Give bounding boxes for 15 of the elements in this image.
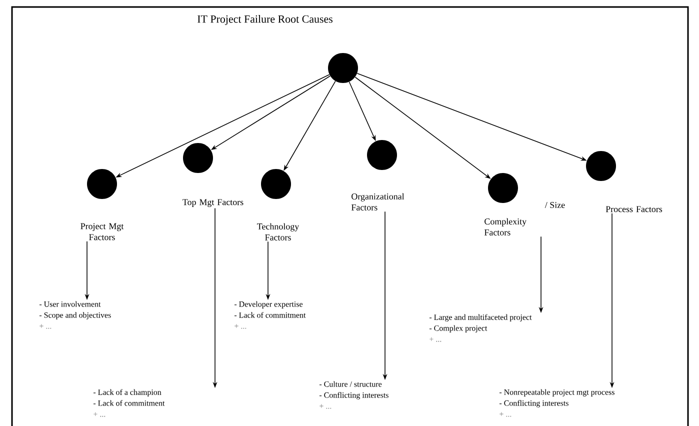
dot: [586, 151, 616, 181]
factor-label: Technology Factors: [257, 223, 300, 240]
factor-label: Process Factors: [606, 206, 662, 212]
dot: [328, 53, 358, 83]
label: / Size: [544, 202, 565, 208]
dot: [183, 143, 213, 173]
factor-label: Organizational Factors: [351, 193, 404, 210]
factor-label: Project Mgt Factors: [80, 223, 124, 240]
dot: [367, 140, 397, 170]
dot: [488, 173, 518, 203]
title: IT Project Failure Root Causes: [198, 15, 332, 25]
dot: [87, 169, 117, 199]
factor-label: Top Mgt Factors: [182, 199, 244, 208]
dot: [261, 169, 291, 199]
factor-label: Complexity Factors: [484, 218, 527, 236]
